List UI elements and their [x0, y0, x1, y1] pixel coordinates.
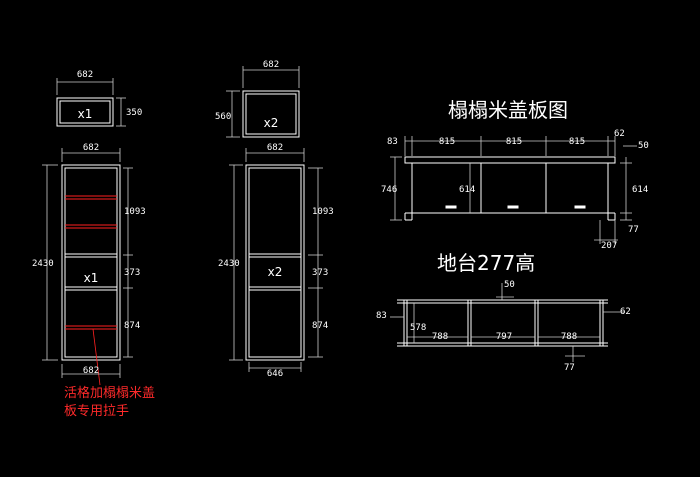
cabinet-2-width-bottom: 646	[267, 369, 283, 379]
cabinet-2-seg-b: 373	[312, 268, 328, 278]
note-line-2: 板专用拉手	[64, 404, 129, 419]
labels: 682 350 x1 682 560 x2 682 2430 1093 373 …	[32, 60, 649, 419]
cabinet-1	[42, 148, 133, 386]
base-platform-title: 地台277高	[437, 251, 535, 275]
cabinet-2-count: x2	[268, 265, 283, 279]
base-d-797: 797	[496, 332, 512, 342]
cabinet-1-seg-b: 373	[124, 268, 140, 278]
cabinet-2-seg-c: 874	[312, 321, 328, 331]
cabinet-1-height: 2430	[32, 259, 54, 269]
tatami-d-815c: 815	[569, 137, 585, 147]
tatami-d-614a: 614	[459, 185, 475, 195]
top-box-2-width: 682	[263, 60, 279, 70]
tatami-d-50: 50	[638, 141, 649, 151]
base-d-788b: 788	[561, 332, 577, 342]
top-box-1-width: 682	[77, 70, 93, 80]
tatami-d-815b: 815	[506, 137, 522, 147]
cabinet-1-width-top: 682	[83, 143, 99, 153]
top-box-2-count: x2	[264, 116, 279, 130]
base-d-83: 83	[376, 311, 387, 321]
base-d-578: 578	[410, 323, 426, 333]
tatami-d-746: 746	[381, 185, 397, 195]
top-box-2	[226, 66, 300, 138]
base-platform-plan	[390, 283, 625, 362]
cabinet-2-width-top: 682	[267, 143, 283, 153]
tatami-cover-title: 榻榻米盖板图	[448, 98, 568, 122]
top-box-1-count: x1	[78, 107, 93, 121]
base-d-77: 77	[564, 363, 575, 373]
cabinet-1-width-bottom: 682	[83, 366, 99, 376]
top-box-1	[56, 78, 126, 127]
cabinet-2-seg-a: 1093	[312, 207, 334, 217]
tatami-d-815a: 815	[439, 137, 455, 147]
cabinet-1-count: x1	[84, 271, 99, 285]
top-box-2-height: 560	[215, 112, 231, 122]
tatami-d-207: 207	[601, 241, 617, 251]
tatami-d-614b: 614	[632, 185, 648, 195]
tatami-cover-elevation	[390, 136, 637, 244]
cabinet-1-seg-c: 874	[124, 321, 140, 331]
base-d-62: 62	[620, 307, 631, 317]
tatami-d-77: 77	[628, 225, 639, 235]
note-line-1: 活格加榻榻米盖	[64, 385, 155, 401]
base-d-788a: 788	[432, 332, 448, 342]
base-d-50: 50	[504, 280, 515, 290]
tatami-d-62: 62	[614, 129, 625, 139]
cabinet-2	[229, 148, 323, 372]
top-box-1-height: 350	[126, 108, 142, 118]
cabinet-1-seg-a: 1093	[124, 207, 146, 217]
tatami-d-83: 83	[387, 137, 398, 147]
cabinet-2-height: 2430	[218, 259, 240, 269]
